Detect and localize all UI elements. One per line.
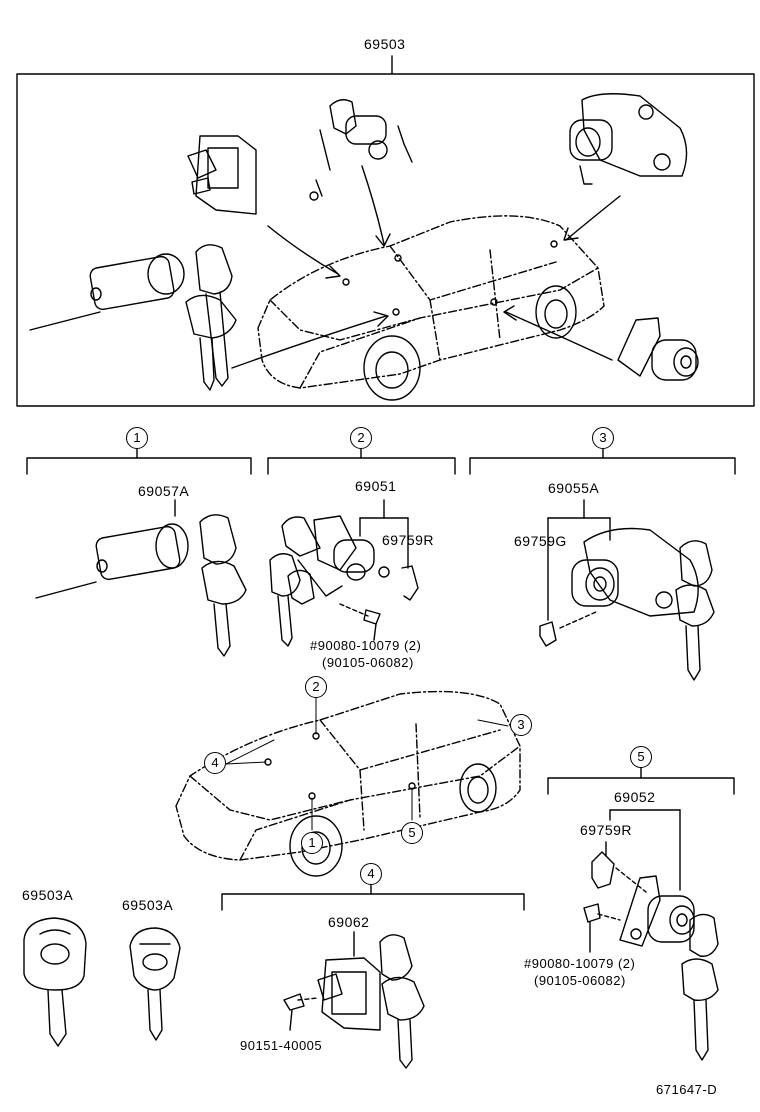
g5-keys bbox=[681, 913, 719, 1061]
callout-group-2: 2 bbox=[350, 427, 372, 449]
label-sub-key: 69503A bbox=[122, 897, 174, 913]
top-trunk-lock bbox=[569, 93, 688, 185]
top-ignition-cylinder bbox=[29, 253, 185, 331]
label-rear-cylinder: 69052 bbox=[614, 789, 656, 805]
g1-keys bbox=[199, 514, 247, 657]
g2-keys bbox=[269, 553, 315, 647]
g3-trunk-lock bbox=[539, 499, 699, 647]
center-car-wheels bbox=[264, 732, 497, 877]
label-trunk-cover: 69759G bbox=[514, 533, 567, 549]
drawing-id: 671647-D bbox=[656, 1082, 718, 1097]
callout-group-1: 1 bbox=[126, 427, 148, 449]
top-rear-door-lock bbox=[617, 317, 699, 381]
callout-car-5: 5 bbox=[401, 822, 423, 844]
top-pointer-arrows bbox=[231, 165, 621, 369]
g4-glovebox-lock bbox=[283, 931, 381, 1031]
g4-keys bbox=[379, 934, 425, 1069]
assembly-frame bbox=[16, 55, 755, 407]
callout-car-2: 2 bbox=[305, 676, 327, 698]
label-master-key: 69503A bbox=[22, 887, 74, 903]
callout-car-3: 3 bbox=[510, 714, 532, 736]
label-rear-screw-b: (90105-06082) bbox=[534, 973, 626, 988]
g5-rear-door-lock bbox=[583, 809, 695, 953]
callout-car-4: 4 bbox=[204, 752, 226, 774]
top-car-wheels bbox=[342, 240, 577, 401]
top-glovebox-lock bbox=[187, 135, 257, 215]
callout-group-5: 5 bbox=[630, 746, 652, 768]
label-assembly-top: 69503 bbox=[364, 36, 406, 52]
center-car-illustration bbox=[175, 690, 521, 861]
top-car-illustration bbox=[257, 215, 605, 389]
label-front-door-cylinder: 69051 bbox=[355, 478, 397, 494]
callout-group-3: 3 bbox=[592, 427, 614, 449]
top-front-door-lock bbox=[309, 99, 413, 201]
label-front-screw-a: #90080-10079 (2) bbox=[310, 638, 422, 653]
sub-key-drawing bbox=[129, 927, 181, 1041]
g3-keys bbox=[675, 540, 715, 681]
g1-ignition-cylinder bbox=[35, 499, 189, 599]
label-front-screw-b: (90105-06082) bbox=[322, 655, 414, 670]
center-car-leaders bbox=[225, 697, 509, 831]
label-trunk-cylinder: 69055A bbox=[548, 480, 600, 496]
label-rear-screw-a: #90080-10079 (2) bbox=[524, 956, 636, 971]
callout-car-1: 1 bbox=[301, 832, 323, 854]
label-glovebox-screw: 90151-40005 bbox=[240, 1038, 323, 1053]
callout-group-4: 4 bbox=[360, 863, 382, 885]
top-keys bbox=[185, 244, 237, 391]
label-rear-cover: 69759R bbox=[580, 822, 633, 838]
group-brackets bbox=[26, 445, 736, 911]
master-key-drawing bbox=[23, 917, 87, 1047]
label-ignition-cylinder: 69057A bbox=[138, 483, 190, 499]
label-glovebox-cylinder: 69062 bbox=[328, 914, 370, 930]
label-front-cover: 69759R bbox=[382, 532, 435, 548]
